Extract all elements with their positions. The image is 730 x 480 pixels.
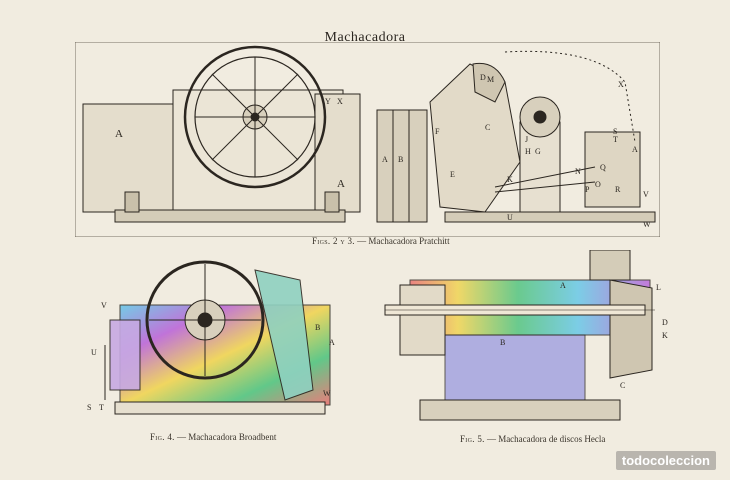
fig3-label-n: N [575,167,581,176]
fig5-label-c: C [620,381,625,390]
fig3-label-e: E [450,170,455,179]
fig3-label-v: V [643,190,649,199]
figure-5-drawing [384,250,655,421]
fig3-label-m: M [487,75,494,84]
fig4-label-s: S [87,403,91,412]
fig4-label-a: A [329,338,335,347]
fig4-label-b: B [315,323,320,332]
fig3-label-w: W [643,220,651,229]
figure-2-3-plate: A A Y X A B C D E F G H J K M N O P Q R [75,42,660,237]
fig4-label-t: T [99,403,104,412]
fig4-label-w: W [323,389,331,398]
fig3-label-o: O [595,180,601,189]
figure-5-caption-prefix: Fig. 5. [460,434,485,444]
fig3-label-r: R [615,185,621,194]
fig3-label-t: T [613,135,618,144]
figure-3-drawing [376,50,656,223]
fig3-label-h: H [525,147,531,156]
fig3-label-q: Q [600,163,606,172]
fig3-label-u: U [507,213,513,222]
fig4-label-v: V [101,301,107,310]
fig3-label-d: D [480,73,486,82]
figure-4-caption-text: — Machacadora Broadbent [176,432,277,442]
figure-4-drawing [104,260,331,415]
fig3-label-a: A [382,155,388,164]
figure-4-caption: Fig. 4. — Machacadora Broadbent [150,432,276,442]
fig3-label-c: C [485,123,490,132]
fig3-label-k: K [507,175,513,184]
figure-5-caption: Fig. 5. — Machacadora de discos Hecla [460,434,605,444]
fig5-label-a: A [560,281,566,290]
fig5-label-l: L [656,283,661,292]
fig3-label-s: S [613,127,617,136]
fig3-label-f: F [435,127,440,136]
fig4-label-u: U [91,348,97,357]
figure-2-drawing [82,45,361,223]
fig5-label-d: D [662,318,668,327]
fig2-label-y: Y [325,97,331,106]
figure-4-plate: V U S T B A W [87,260,335,415]
fig2-label-a-left: A [115,128,123,140]
page-title: Machacadora [324,30,406,45]
figure-2-3-caption: Figs. 2 y 3. — Machacadora Pratchitt [312,236,450,246]
figure-2-3-caption-text: — Machacadora Pratchitt [357,236,450,246]
fig3-label-b: B [398,155,403,164]
fig5-label-k: K [662,331,668,340]
figure-5-caption-text: — Machacadora de discos Hecla [486,434,606,444]
fig3-label-x: X [618,80,624,89]
figure-5-plate: A B C D K L [384,250,668,421]
fig2-label-x: X [337,97,343,106]
watermark: todocoleccion [615,451,716,470]
fig3-label-j: J [525,135,528,144]
fig3-label-a-right: A [632,145,638,154]
fig2-label-a-right: A [337,178,345,190]
fig3-label-g: G [535,147,541,156]
figure-2-3-caption-prefix: Figs. 2 y 3. [312,236,355,246]
fig3-label-p: P [585,185,590,194]
fig5-label-b: B [500,338,505,347]
figure-4-caption-prefix: Fig. 4. [150,432,175,442]
